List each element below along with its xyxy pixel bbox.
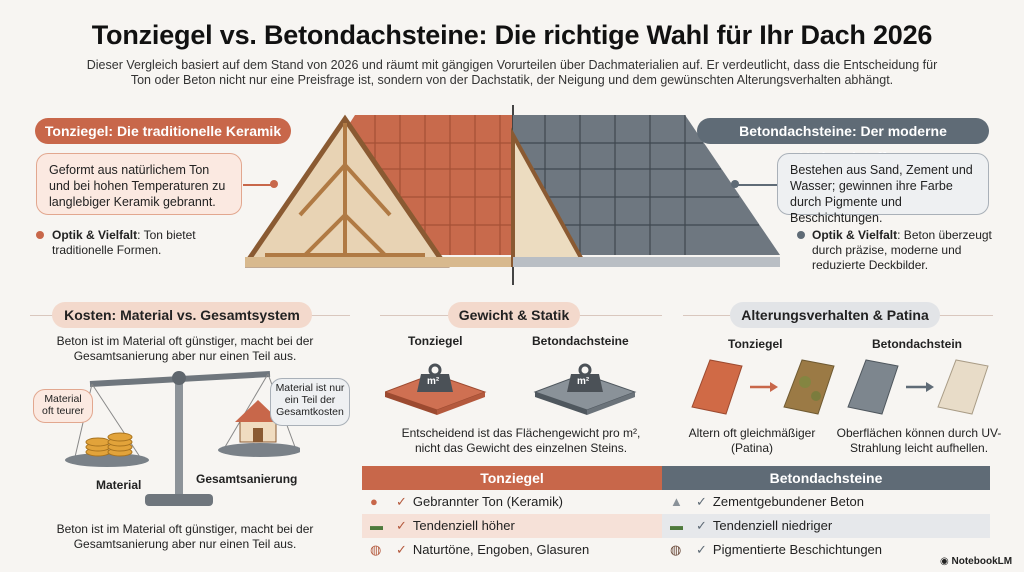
alterung-text-beton: Oberflächen können durch UV-Strahlung le… (836, 426, 1002, 455)
roof-illustration (245, 105, 780, 285)
label-alterung: Alterungsverhalten & Patina (730, 302, 940, 328)
aging-tiles-icon (691, 359, 989, 415)
concrete-icon: ▲ (670, 494, 683, 509)
table-head-beton: Betondachsteine (662, 466, 990, 490)
tonziegel-description: Geformt aus natürlichem Ton und bei hohe… (36, 153, 242, 215)
bullet-dot (36, 231, 44, 239)
page-subtitle: Dieser Vergleich basiert auf dem Stand v… (86, 58, 938, 87)
beton-description: Bestehen aus Sand, Zement und Wasser; ge… (777, 153, 989, 225)
table-row: ▬✓Tendenziell höher ▬✓Tendenziell niedri… (362, 514, 990, 538)
connector-dot (731, 180, 739, 188)
weight-label-ton: m² (427, 376, 440, 387)
label-material: Material (96, 478, 142, 492)
palette-icon: ◍ (370, 542, 382, 557)
label-gewicht: Gewicht & Statik (448, 302, 580, 328)
alterung-col-ton: Tonziegel (728, 337, 783, 351)
gewicht-col-beton: Betondachsteine (532, 334, 629, 348)
comparison-table: Tonziegel Betondachsteine ●✓Gebrannter T… (362, 466, 990, 562)
connector-line (735, 184, 777, 186)
beton-optik: Optik & Vielfalt: Beton überzeugt durch … (812, 228, 992, 272)
label-betondachsteine: Betondachsteine: Der moderne Verbundstof… (697, 118, 989, 165)
brand-logo: ◉ NotebookLM (940, 556, 1013, 567)
clay-icon: ● (370, 494, 378, 509)
label-kosten: Kosten: Material vs. Gesamtsystem (52, 302, 312, 328)
kosten-text-top: Beton ist im Material oft günstiger, mac… (56, 334, 314, 363)
alterung-col-beton: Betondachstein (872, 337, 963, 351)
tonziegel-optik: Optik & Vielfalt: Ton bietet traditionel… (52, 228, 196, 257)
label-gesamtsanierung: Gesamtsanierung (196, 472, 298, 486)
weight-label-beton: m² (577, 376, 590, 387)
page-title: Tonziegel vs. Betondachsteine: Die richt… (91, 20, 933, 50)
bubble-material-teurer: Material oft teurer (33, 389, 93, 423)
palette-icon: ◍ (670, 542, 682, 557)
kosten-text-bottom: Beton ist im Material oft günstiger, mac… (56, 522, 314, 551)
weight-area-icon (385, 363, 637, 415)
gewicht-text: Entscheidend ist das Flächengewicht pro … (401, 426, 641, 455)
table-row: ◍✓Naturtöne, Engoben, Glasuren ◍✓Pigment… (362, 538, 990, 562)
money-icon: ▬ (370, 518, 383, 533)
table-head-ton: Tonziegel (362, 466, 662, 490)
notebooklm-icon: ◉ (940, 556, 952, 567)
clay-roof-icon (245, 114, 513, 268)
connector-dot (270, 180, 278, 188)
alterung-text-ton: Altern oft gleichmäßiger (Patina) (688, 426, 816, 455)
table-row: ●✓Gebrannter Ton (Keramik) ▲✓Zementgebun… (362, 490, 990, 514)
bullet-dot (797, 231, 805, 239)
gewicht-col-ton: Tonziegel (408, 334, 463, 348)
bubble-gesamtkosten: Material ist nur ein Teil der Gesamtkost… (270, 378, 350, 426)
balance-scale-icon (65, 371, 300, 506)
concrete-roof-icon (511, 115, 780, 267)
money-icon: ▬ (670, 518, 683, 533)
label-tonziegel: Tonziegel: Die traditionelle Keramik (35, 118, 291, 144)
connector-line (243, 184, 275, 186)
